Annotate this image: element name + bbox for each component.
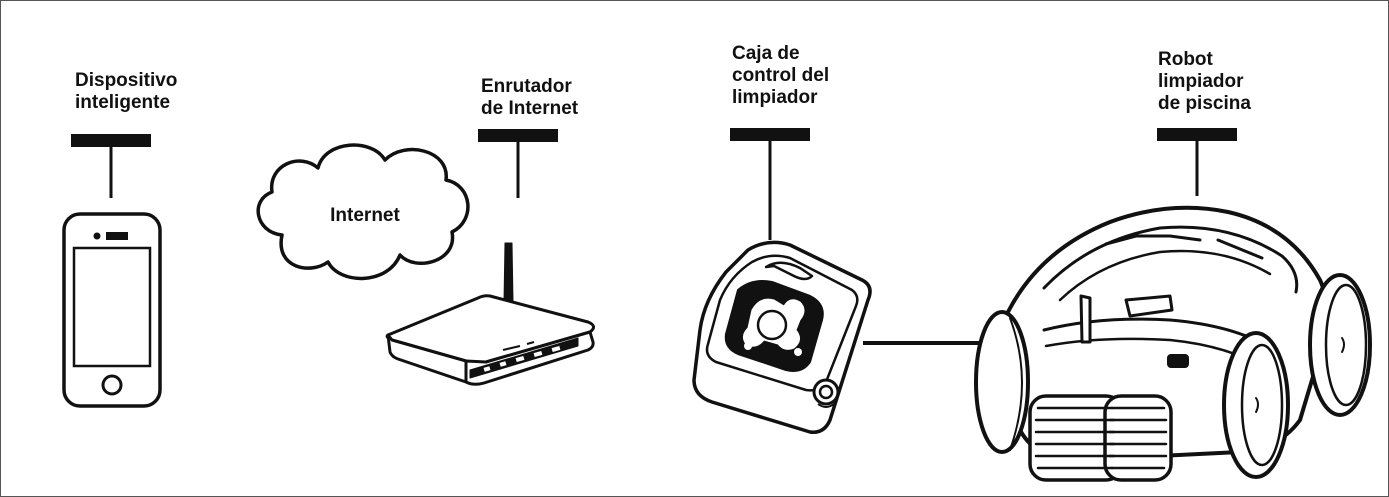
control-box-icon [692,240,872,434]
router-icon [385,242,595,386]
leader-control-box [730,128,810,240]
pool-robot-icon [974,205,1372,482]
label-robot: Robot limpiador de piscina [1158,49,1251,114]
leader-robot [1157,128,1237,196]
pool-robot-brushes [1028,394,1173,482]
cloud-icon: Internet [256,143,470,281]
leader-router [478,129,558,198]
cloud-label: Internet [330,205,400,226]
label-smart-device: Dispositivo inteligente [75,70,178,113]
leader-smart-device [71,134,151,198]
smartphone-icon [62,212,162,408]
label-control-box: Caja de control del limpiador [732,43,830,108]
label-router: Enrutador de Internet [481,76,579,119]
